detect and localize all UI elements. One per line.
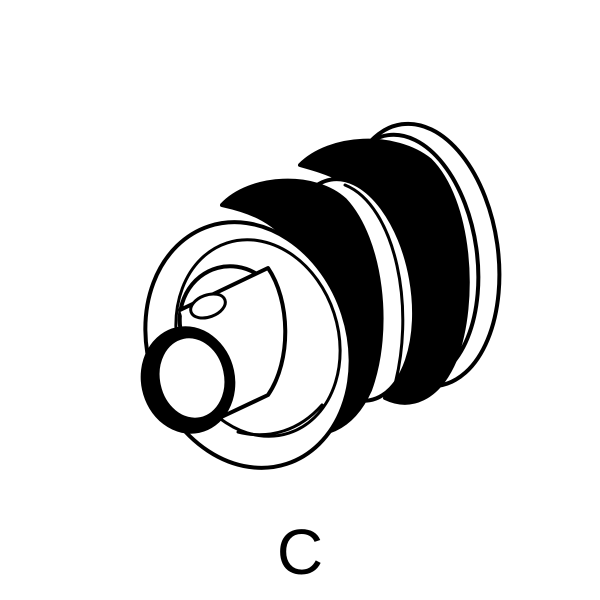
figure-caption: C bbox=[276, 516, 324, 588]
shaft-bore bbox=[140, 326, 236, 434]
